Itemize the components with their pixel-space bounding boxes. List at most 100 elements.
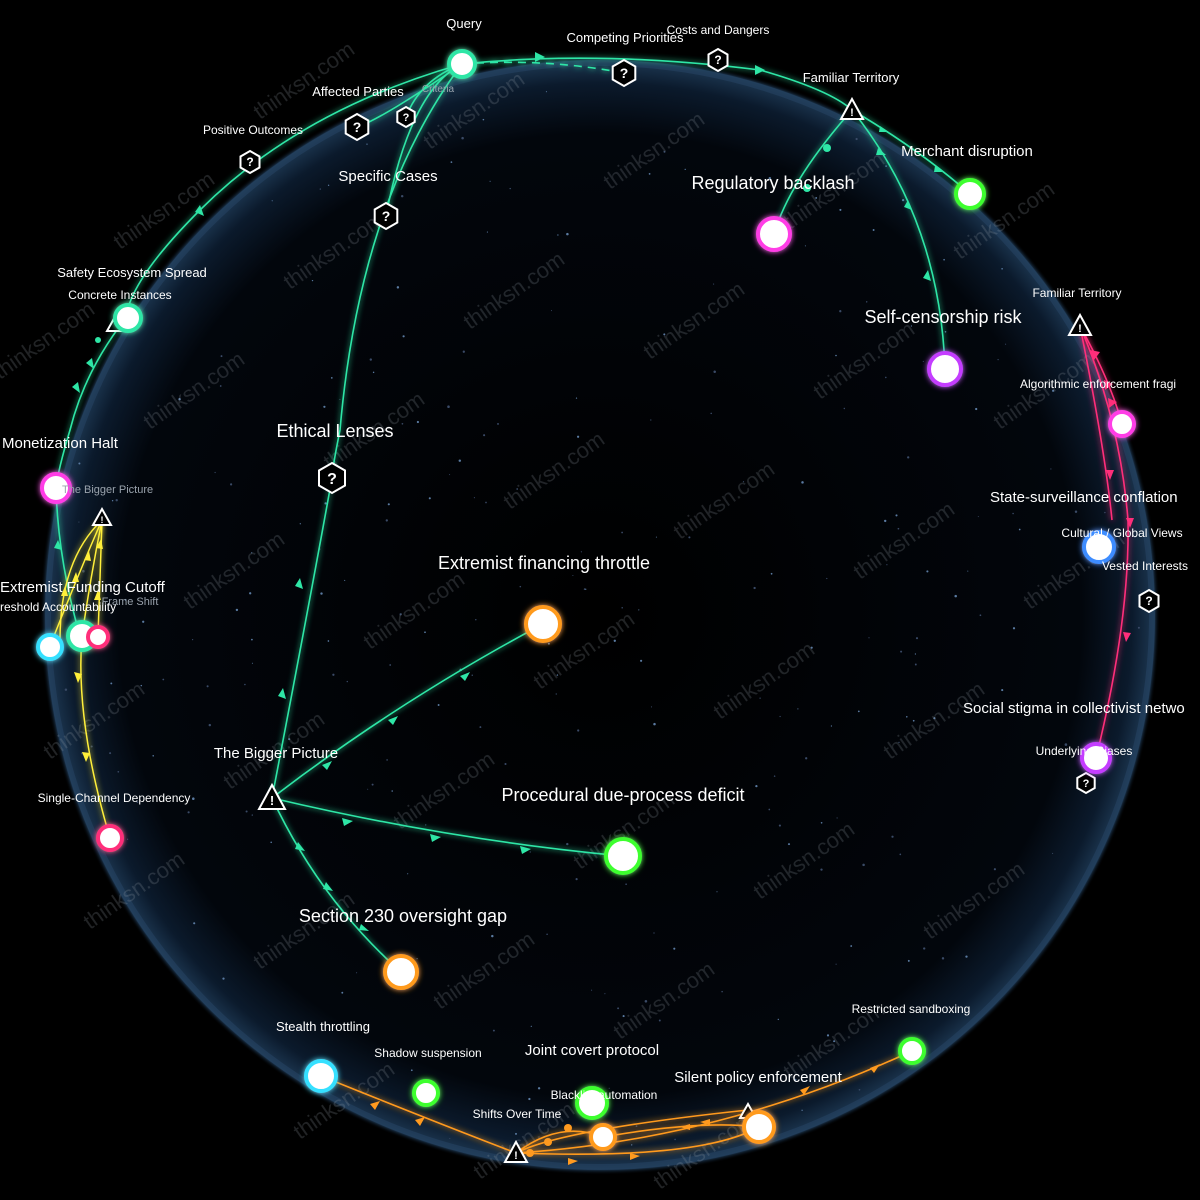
warning-triangle-icon[interactable]: ! <box>839 96 865 120</box>
node-extremist-financing-throttle[interactable] <box>524 605 562 643</box>
star <box>797 708 799 710</box>
node-frame-shift[interactable] <box>86 625 110 649</box>
star <box>922 360 924 362</box>
warning-markers[interactable]: ! ! ! ! ! <box>91 96 1093 1163</box>
question-hexagon-icon[interactable]: ? <box>1076 771 1096 795</box>
warning-triangle-icon[interactable]: ! <box>1067 312 1093 336</box>
star <box>473 497 475 499</box>
star <box>872 229 875 231</box>
question-hexagon-icon[interactable]: ? <box>318 461 346 495</box>
star <box>220 355 223 358</box>
sphere-rim <box>45 60 1155 1170</box>
node-blacklist-automation[interactable] <box>575 1086 609 1120</box>
star <box>372 371 375 374</box>
label-silent-policy-enforcement: Silent policy enforcement <box>674 1069 842 1086</box>
star <box>492 1029 495 1032</box>
node-safety-ecosystem-spread[interactable] <box>113 303 143 333</box>
star <box>1050 468 1052 470</box>
star <box>324 502 327 505</box>
star <box>491 934 494 938</box>
node-section-230-oversight[interactable] <box>383 954 419 990</box>
star <box>753 586 756 590</box>
arrow <box>72 572 79 582</box>
node-self-censorship-risk[interactable] <box>927 351 963 387</box>
star <box>401 422 404 425</box>
star <box>344 579 346 581</box>
star <box>236 749 238 752</box>
warning-triangle-icon[interactable]: ! <box>91 506 113 526</box>
node-stealth-throttling[interactable] <box>304 1059 338 1093</box>
star <box>208 723 212 727</box>
question-markers[interactable]: ? ? ? ? ? ? ? ? <box>239 47 1160 795</box>
star <box>572 574 574 577</box>
star <box>732 793 734 795</box>
node-algorithmic-enforcement[interactable] <box>1108 410 1136 438</box>
edge <box>97 519 103 637</box>
node-shadow-suspension[interactable] <box>412 1079 440 1107</box>
warning-triangle-icon[interactable]: ! <box>503 1139 529 1163</box>
node-silent-policy-enforcement[interactable] <box>742 1110 776 1144</box>
star <box>332 673 335 676</box>
node-state-surveillance[interactable] <box>1082 530 1116 564</box>
edge <box>461 61 625 74</box>
question-hexagon-icon[interactable]: ? <box>373 201 399 231</box>
label-shadow-suspension: Shadow suspension <box>374 1046 481 1060</box>
star <box>862 863 865 867</box>
star <box>794 1078 797 1081</box>
question-hexagon-icon[interactable]: ? <box>707 47 729 73</box>
star <box>830 725 833 727</box>
star <box>868 637 870 639</box>
arrow <box>61 586 68 596</box>
star <box>1064 743 1068 746</box>
arrow <box>94 590 101 600</box>
star <box>1104 511 1106 514</box>
star <box>900 650 903 653</box>
question-hexagon-icon[interactable]: ? <box>611 58 637 88</box>
node-merchant-disruption[interactable] <box>954 178 986 210</box>
star <box>479 726 482 729</box>
svg-text:?: ? <box>1083 778 1090 790</box>
arrow <box>74 672 82 683</box>
node-procedural-due-process[interactable] <box>604 837 642 875</box>
question-hexagon-icon[interactable]: ? <box>396 105 416 129</box>
svg-text:!: ! <box>1078 323 1082 335</box>
star <box>926 570 929 573</box>
star <box>385 519 388 522</box>
star <box>858 1088 861 1091</box>
node-regulatory-backlash[interactable] <box>756 216 792 252</box>
star <box>346 680 348 683</box>
nodes[interactable] <box>36 49 1136 1151</box>
node-threshold-accountability[interactable] <box>36 633 64 661</box>
star <box>178 397 181 401</box>
star <box>428 497 431 500</box>
node-monetization-halt[interactable] <box>40 472 72 504</box>
arrow <box>526 1149 534 1157</box>
star <box>556 674 559 676</box>
node-shifts-over-time[interactable] <box>589 1123 617 1151</box>
star <box>577 729 580 732</box>
node-single-channel-dependency[interactable] <box>96 824 124 852</box>
node-query[interactable] <box>447 49 477 79</box>
question-hexagon-icon[interactable]: ? <box>239 149 261 175</box>
star <box>583 588 586 590</box>
star <box>555 693 557 695</box>
star <box>109 752 112 755</box>
star <box>833 1040 836 1043</box>
star <box>710 412 712 415</box>
node-restricted-sandboxing[interactable] <box>898 1037 926 1065</box>
label-criteria: Criteria <box>422 84 455 95</box>
question-hexagon-icon[interactable]: ? <box>344 112 370 142</box>
edge <box>515 1126 760 1156</box>
star <box>773 775 776 777</box>
star <box>482 118 485 121</box>
star <box>424 631 426 634</box>
warning-triangle-icon[interactable]: ! <box>257 782 287 810</box>
watermark: thinksn.com <box>249 36 360 124</box>
node-social-stigma[interactable] <box>1080 742 1112 774</box>
star <box>979 614 982 617</box>
arrow <box>1126 518 1134 528</box>
star <box>126 838 129 840</box>
question-hexagon-icon[interactable]: ? <box>1138 588 1160 614</box>
star <box>458 459 462 462</box>
